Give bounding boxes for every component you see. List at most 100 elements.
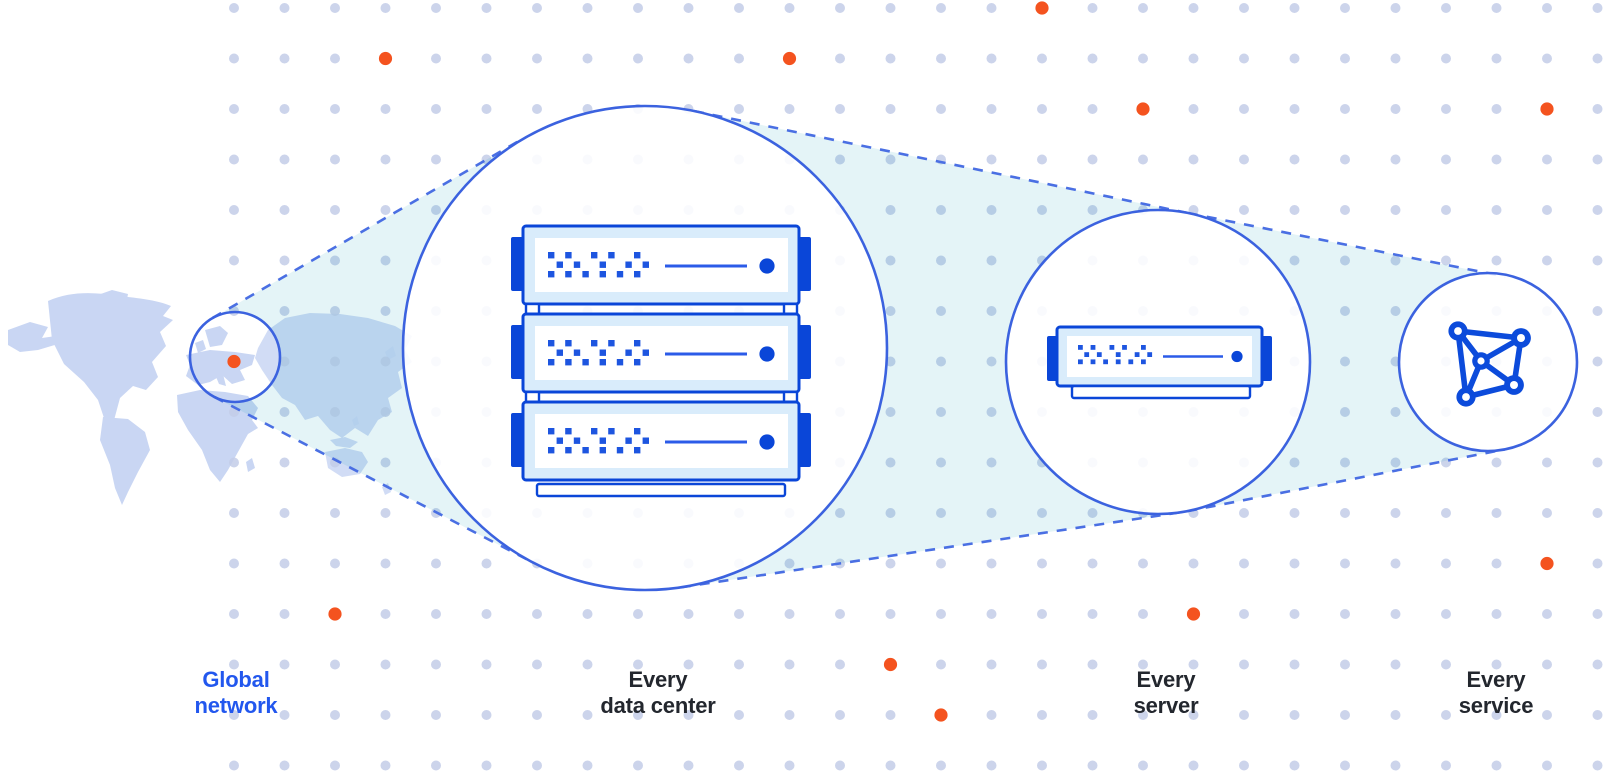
vent-square [599, 447, 606, 454]
grid-dot [431, 154, 441, 165]
vent-square [616, 271, 624, 278]
grid-dot [885, 3, 896, 13]
grid-dot [229, 558, 239, 569]
vent-square [591, 340, 598, 347]
grid-dot [885, 710, 896, 720]
accent-dot [883, 657, 898, 672]
grid-dot [885, 53, 896, 64]
grid-dot [1138, 3, 1148, 13]
grid-dot [481, 104, 492, 114]
grid-dot [229, 53, 239, 64]
server-led [759, 434, 775, 450]
grid-dot [1441, 760, 1451, 771]
vent-square [582, 447, 589, 454]
vent-square [565, 271, 572, 278]
grid-dot [1087, 508, 1098, 518]
vent-square [573, 349, 581, 356]
vent-square [634, 252, 641, 259]
grid-dot [330, 205, 340, 215]
vent-square [1078, 345, 1083, 350]
vent-square [1141, 359, 1146, 365]
vent-square [565, 340, 572, 347]
grid-dot [1491, 53, 1502, 64]
vent-square [1147, 352, 1153, 357]
grid-dot [986, 356, 997, 367]
grid-dot [1441, 558, 1451, 569]
grid-dot [1138, 558, 1148, 569]
accent-dot [1035, 1, 1049, 15]
vent-square [591, 428, 598, 435]
dashed-line-bottom-1 [213, 395, 535, 565]
grid-dot [582, 710, 593, 720]
label-line: Every [1136, 667, 1196, 692]
grid-dot [835, 710, 845, 720]
vent-square [642, 261, 649, 268]
grid-dot [1441, 205, 1451, 215]
dashed-line-bottom-3 [1186, 448, 1506, 513]
grid-dot [1390, 508, 1401, 518]
grid-dot [229, 457, 239, 468]
grid-dot [431, 558, 441, 569]
grid-dot [936, 659, 946, 670]
grid-dot [380, 760, 391, 771]
grid-dot [1037, 53, 1047, 64]
grid-dot [1188, 104, 1199, 114]
grid-dot [1340, 255, 1350, 266]
vent-square [642, 349, 649, 356]
grid-dot [1390, 407, 1401, 417]
grid-dot [1037, 609, 1047, 619]
grid-dot [380, 356, 391, 367]
grid-dot [431, 53, 441, 64]
grid-dot [784, 3, 795, 13]
vent-square [582, 271, 589, 278]
grid-dot [1542, 508, 1552, 518]
grid-dot [986, 104, 997, 114]
vent-square [634, 340, 641, 347]
grid-dot [380, 306, 391, 316]
grid-dot [835, 3, 845, 13]
vent-square [634, 271, 641, 278]
grid-dot [633, 3, 643, 13]
zoom-dashed-lines [211, 109, 1506, 589]
grid-dot [885, 760, 896, 771]
vent-square [634, 428, 641, 435]
grid-dot [1289, 710, 1300, 720]
grid-dot [1491, 710, 1502, 720]
grid-dot [1037, 659, 1047, 670]
grid-dot [936, 205, 946, 215]
vent-square [1115, 352, 1121, 357]
label-line: Global [202, 667, 270, 692]
accent-dot [934, 708, 948, 722]
grid-dot [1592, 255, 1603, 266]
server-vents [1078, 345, 1153, 365]
grid-dot [481, 760, 492, 771]
grid-dot [734, 710, 744, 720]
vent-square [591, 252, 598, 259]
grid-dot [330, 407, 340, 417]
grid-dot [1340, 3, 1350, 13]
grid-dot [279, 154, 290, 165]
grid-dot [330, 154, 340, 165]
grid-dot [330, 710, 340, 720]
grid-dot [1491, 205, 1502, 215]
grid-dot [683, 710, 694, 720]
map-north-america [48, 293, 173, 424]
grid-dot [380, 104, 391, 114]
grid-dot [229, 255, 239, 266]
grid-dot [1592, 154, 1603, 165]
server-vents [548, 428, 649, 454]
grid-dot [532, 104, 542, 114]
grid-dot [532, 760, 542, 771]
grid-dot [1188, 760, 1199, 771]
grid-dot [229, 205, 239, 215]
grid-dot [835, 154, 845, 165]
grid-dot [1441, 154, 1451, 165]
map-alaska [8, 322, 58, 352]
grid-dot [532, 659, 542, 670]
grid-dot [986, 255, 997, 266]
grid-dot [885, 558, 896, 569]
grid-dot [1239, 3, 1249, 13]
accent-dot [782, 51, 797, 66]
grid-dot [1037, 205, 1047, 215]
vent-square [616, 359, 624, 366]
